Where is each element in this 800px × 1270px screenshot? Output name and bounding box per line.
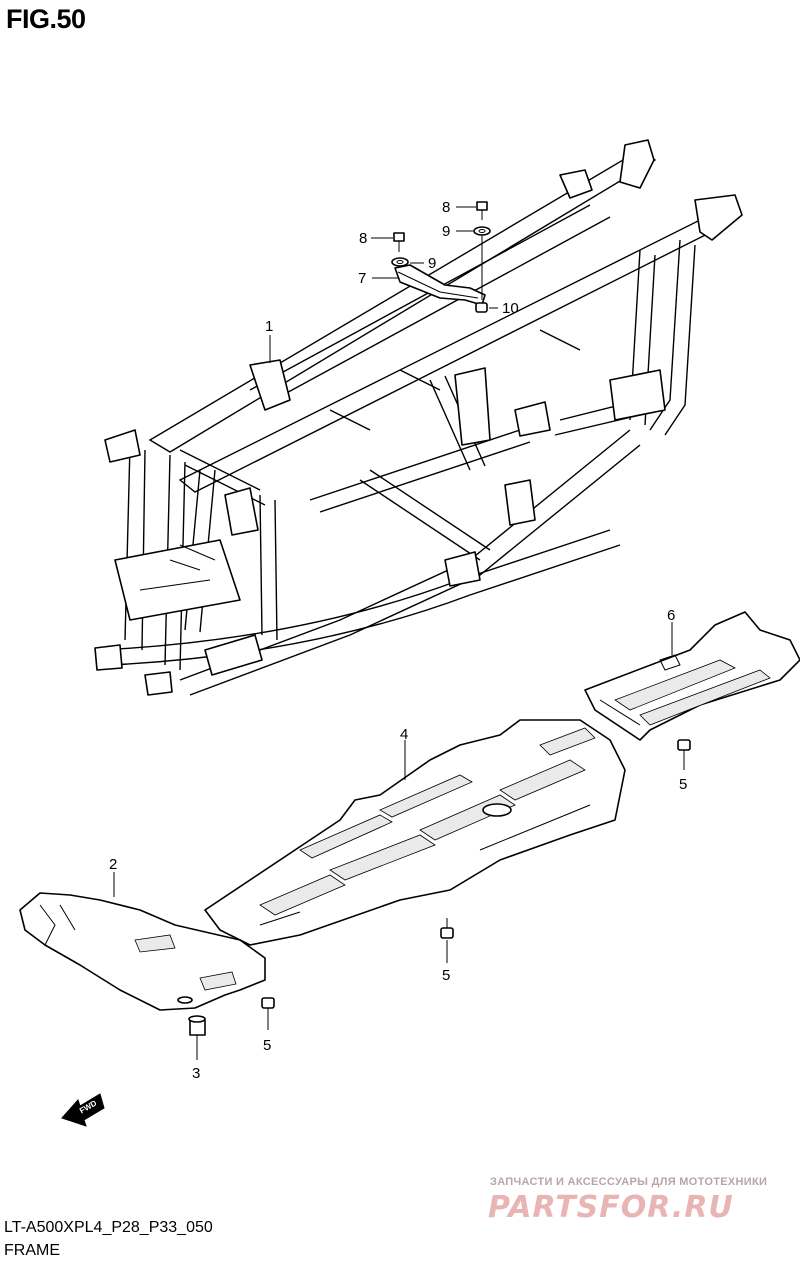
bolt-part-5-rear (677, 739, 691, 758)
callout-9-left: 9 (428, 255, 436, 272)
figure-title: FIG.50 (6, 4, 86, 34)
callout-2: 2 (109, 856, 117, 873)
bolt-part-5-center (440, 918, 454, 939)
callout-9-right: 9 (442, 223, 450, 240)
washer-part-9-left (391, 257, 409, 267)
callout-7: 7 (358, 270, 366, 287)
bolt-part-5-front (261, 997, 275, 1018)
bolt-part-8-left (393, 232, 405, 252)
bracket-part-7 (394, 264, 486, 306)
nut-part-10 (475, 302, 488, 313)
callout-5-center: 5 (442, 967, 450, 984)
bolt-part-8-right (476, 201, 488, 220)
callout-10: 10 (502, 300, 519, 317)
section-name: FRAME (4, 1242, 60, 1259)
skid-plate-part-2 (19, 892, 266, 1011)
nut-part-3 (188, 1015, 206, 1036)
callout-6: 6 (667, 607, 675, 624)
skid-plate-part-4 (204, 719, 626, 946)
callout-3: 3 (192, 1065, 200, 1082)
leader-lines (113, 206, 685, 1060)
watermark-logo: PARTSFOR.RU (488, 1190, 734, 1225)
fwd-arrow-icon: FWD (61, 1093, 105, 1127)
washer-part-9-right (473, 226, 491, 236)
callout-4: 4 (400, 726, 408, 743)
frame-part-1 (94, 139, 743, 696)
callout-8-right: 8 (442, 199, 450, 216)
watermark-tagline: ЗАПЧАСТИ И АКСЕССУАРЫ ДЛЯ МОТОТЕХНИКИ (490, 1176, 768, 1188)
callout-5-front: 5 (263, 1037, 271, 1054)
model-code: LT-A500XPL4_P28_P33_050 (4, 1219, 213, 1236)
callout-8-left: 8 (359, 230, 367, 247)
skid-plate-part-6 (584, 611, 800, 741)
callout-5-rear: 5 (679, 776, 687, 793)
callout-1: 1 (265, 318, 273, 335)
